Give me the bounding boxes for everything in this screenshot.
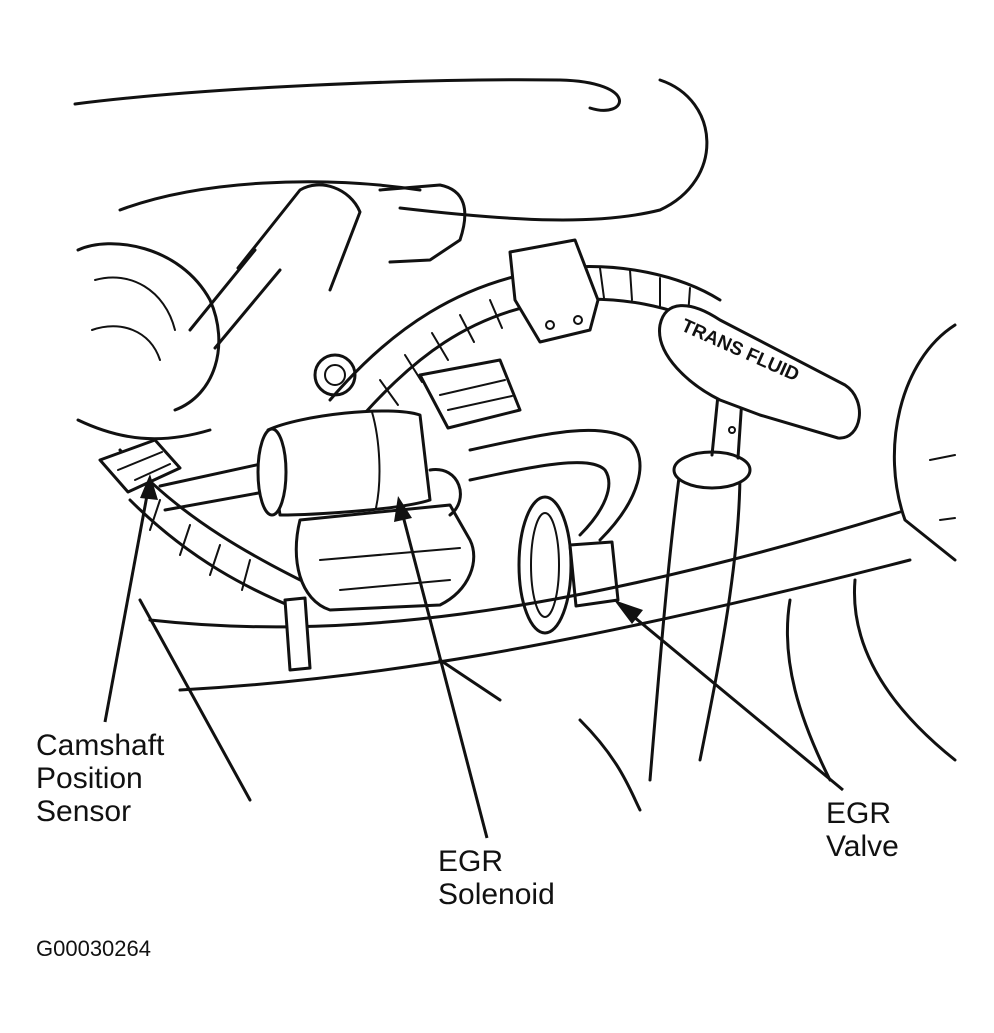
vacuum-line-left xyxy=(158,460,277,512)
label-line: Camshaft xyxy=(36,729,165,762)
egr-valve-arrowhead xyxy=(614,600,643,624)
connector-pin-a xyxy=(545,320,555,330)
egr-solenoid-band xyxy=(371,411,381,509)
egr-housing-flange xyxy=(319,547,461,591)
egr-housing xyxy=(294,503,476,612)
fender-curve xyxy=(398,78,709,222)
bolt-ring xyxy=(313,353,357,397)
solenoid-plug xyxy=(418,358,522,430)
harness-ribs xyxy=(379,267,691,406)
egr-pipe-top xyxy=(468,428,642,542)
right-lower-curve xyxy=(852,578,957,762)
dipstick-tube-right xyxy=(698,468,742,762)
upper-bracket xyxy=(378,183,467,264)
right-housing-edge xyxy=(929,454,956,521)
lower-bracket-bottom xyxy=(178,558,912,692)
egr-valve-flange xyxy=(517,495,573,635)
egr-valve-label: EGR Valve xyxy=(826,797,899,863)
upper-engine-line xyxy=(118,180,422,212)
egr-valve-leader-line xyxy=(627,610,844,792)
solenoid-plug-ribs xyxy=(439,379,513,411)
egr-housing-cap xyxy=(428,468,462,517)
right-mid-curve xyxy=(785,598,832,782)
lower-hose-ribs xyxy=(149,499,251,591)
egr-solenoid-label: EGR Solenoid xyxy=(438,845,555,911)
intake-hose xyxy=(236,183,362,292)
left-body-curve xyxy=(76,418,212,441)
label-line: Sensor xyxy=(36,795,132,828)
label-line: Position xyxy=(36,762,143,795)
lower-bracket-top xyxy=(148,510,902,629)
camshaft-sensor-detail xyxy=(117,451,171,481)
trans-fluid-tag xyxy=(658,304,861,440)
right-housing xyxy=(892,323,957,562)
pulley-inner xyxy=(91,276,176,361)
egr-valve-inner xyxy=(530,512,560,618)
egr-solenoid-body xyxy=(266,409,432,517)
egr-solenoid-end xyxy=(256,427,288,517)
lower-frame-line xyxy=(138,598,642,812)
camshaft-position-sensor-label: Camshaft Position Sensor xyxy=(36,729,164,828)
connector-pin-b xyxy=(573,315,583,325)
label-line: Valve xyxy=(826,830,899,863)
lower-hose-bottom xyxy=(128,498,302,612)
camshaft-leader-line xyxy=(103,489,150,723)
figure-id: G00030264 xyxy=(36,936,151,961)
egr-solenoid-arrowhead xyxy=(394,496,412,522)
camshaft-arrowhead xyxy=(140,474,158,500)
dipstick-hole xyxy=(728,426,736,434)
label-line: Solenoid xyxy=(438,878,555,911)
hood-curve xyxy=(73,78,621,112)
label-line: EGR xyxy=(826,797,892,830)
pulley-outline xyxy=(76,242,221,412)
egr-pipe-bottom xyxy=(468,461,611,537)
egr-solenoid-leader-line xyxy=(400,511,489,839)
clamp xyxy=(283,596,312,672)
dipstick-tube-left xyxy=(648,468,682,782)
bolt-center xyxy=(324,364,346,386)
intake-hose-tube xyxy=(188,248,282,350)
label-line: EGR xyxy=(438,845,504,878)
